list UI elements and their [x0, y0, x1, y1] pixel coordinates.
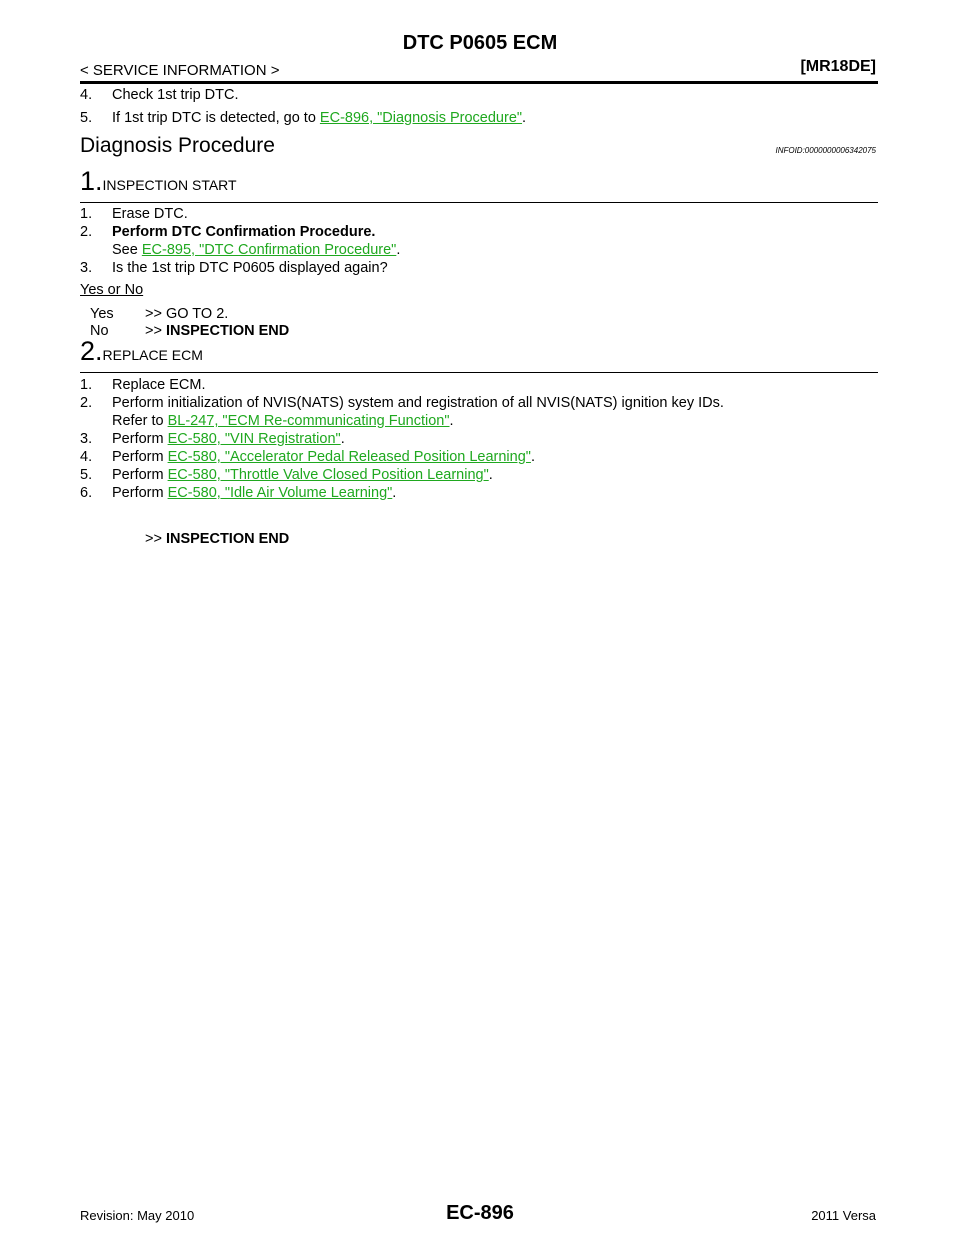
answer-no-label: No — [90, 323, 109, 339]
vin-registration-link[interactable]: EC-580, "VIN Registration" — [167, 431, 341, 447]
answer-result: INSPECTION END — [165, 323, 290, 339]
accelerator-pedal-learning-link[interactable]: EC-580, "Accelerator Pedal Released Posi… — [167, 449, 531, 465]
section-title: Diagnosis Procedure — [80, 134, 275, 157]
item-suffix: . — [449, 413, 454, 429]
item-number: 1. — [80, 377, 93, 393]
item-suffix: . — [530, 449, 535, 465]
item-text: Perform — [112, 449, 168, 465]
item-text: If 1st trip DTC is detected, go to — [112, 110, 320, 126]
item-text: See — [112, 242, 142, 258]
ecm-re-communicating-link[interactable]: BL-247, "ECM Re-communicating Function" — [167, 413, 450, 429]
step-2-item-6: 6. Perform EC-580, "Idle Air Volume Learn… — [80, 485, 396, 501]
step-number: 1. — [80, 166, 103, 196]
item-number: 3. — [80, 260, 93, 276]
yes-or-no-question: Yes or No — [80, 282, 144, 298]
step-2-item-1: 1. Replace ECM. — [80, 377, 205, 393]
step-2-item-4: 4. Perform EC-580, "Accelerator Pedal Rel… — [80, 449, 535, 465]
step-2-end: >> INSPECTION END — [145, 531, 289, 547]
throttle-valve-learning-link[interactable]: EC-580, "Throttle Valve Closed Position … — [167, 467, 489, 483]
arrow: >> — [145, 531, 162, 547]
item-suffix: . — [488, 467, 493, 483]
answer-yes-label: Yes — [90, 306, 114, 322]
step-1-divider — [80, 202, 878, 203]
page-number: EC-896 — [446, 1202, 514, 1224]
item-number: 6. — [80, 485, 93, 501]
idle-air-volume-learning-link[interactable]: EC-580, "Idle Air Volume Learning" — [167, 485, 393, 501]
item-number: 2. — [80, 224, 93, 240]
intro-item-4: 4. Check 1st trip DTC. — [80, 87, 239, 103]
step-2-item-2-ref: Refer to BL-247, "ECM Re-communicating F… — [112, 413, 454, 429]
item-number: 3. — [80, 431, 93, 447]
end-result: INSPECTION END — [165, 531, 290, 547]
step-2-heading: 2.REPLACE ECM — [80, 336, 203, 367]
page-title: DTC P0605 ECM — [402, 32, 558, 54]
revision-date: Revision: May 2010 — [80, 1208, 195, 1223]
answer-no: >> INSPECTION END — [145, 323, 289, 339]
item-suffix: . — [522, 110, 527, 126]
item-number: 1. — [80, 206, 93, 222]
diagnosis-procedure-link[interactable]: EC-896, "Diagnosis Procedure" — [319, 110, 523, 126]
step-2-item-5: 5. Perform EC-580, "Throttle Valve Closed… — [80, 467, 493, 483]
info-id: INFOID:0000000006342075 — [775, 146, 876, 155]
step-2-divider — [80, 372, 878, 373]
dtc-confirmation-link[interactable]: EC-895, "DTC Confirmation Procedure" — [141, 242, 397, 258]
model-year: 2011 Versa — [811, 1208, 876, 1223]
item-text: Refer to — [112, 413, 168, 429]
item-text: Perform — [112, 485, 168, 501]
arrow: >> — [145, 306, 162, 322]
step-1-item-1: 1. Erase DTC. — [80, 206, 188, 222]
item-number: 5. — [80, 467, 93, 483]
item-suffix: . — [340, 431, 345, 447]
arrow: >> — [145, 323, 162, 339]
step-2-item-2: 2. Perform initialization of NVIS(NATS) s… — [80, 395, 724, 411]
item-text: Erase DTC. — [112, 206, 188, 222]
item-number: 4. — [80, 449, 93, 465]
step-1-item-2-ref: See EC-895, "DTC Confirmation Procedure"… — [112, 242, 400, 258]
step-1-heading: 1.INSPECTION START — [80, 166, 237, 197]
step-number: 2. — [80, 336, 103, 366]
service-information-label: < SERVICE INFORMATION > — [80, 62, 280, 79]
step-1-item-2: 2. Perform DTC Confirmation Procedure. — [80, 224, 375, 240]
item-text: Replace ECM. — [112, 377, 206, 393]
item-text: Perform DTC Confirmation Procedure. — [112, 224, 376, 240]
intro-item-5: 5. If 1st trip DTC is detected, go to EC-… — [80, 110, 526, 126]
item-suffix: . — [396, 242, 401, 258]
item-text: Is the 1st trip DTC P0605 displayed agai… — [112, 260, 388, 276]
step-title: REPLACE ECM — [102, 347, 203, 363]
item-text: Perform — [112, 431, 168, 447]
item-text: Perform initialization of NVIS(NATS) sys… — [112, 395, 724, 411]
answer-yes: >> GO TO 2. — [145, 306, 228, 322]
item-number: 5. — [80, 110, 93, 126]
item-text: Check 1st trip DTC. — [112, 87, 239, 103]
item-suffix: . — [392, 485, 397, 501]
item-number: 2. — [80, 395, 93, 411]
step-title: INSPECTION START — [102, 177, 237, 193]
engine-code: [MR18DE] — [800, 58, 876, 75]
header-divider — [80, 81, 878, 84]
step-1-item-3: 3. Is the 1st trip DTC P0605 displayed ag… — [80, 260, 388, 276]
step-2-item-3: 3. Perform EC-580, "VIN Registration". — [80, 431, 345, 447]
item-text: Perform — [112, 467, 168, 483]
item-number: 4. — [80, 87, 93, 103]
answer-result: GO TO 2. — [165, 306, 229, 322]
